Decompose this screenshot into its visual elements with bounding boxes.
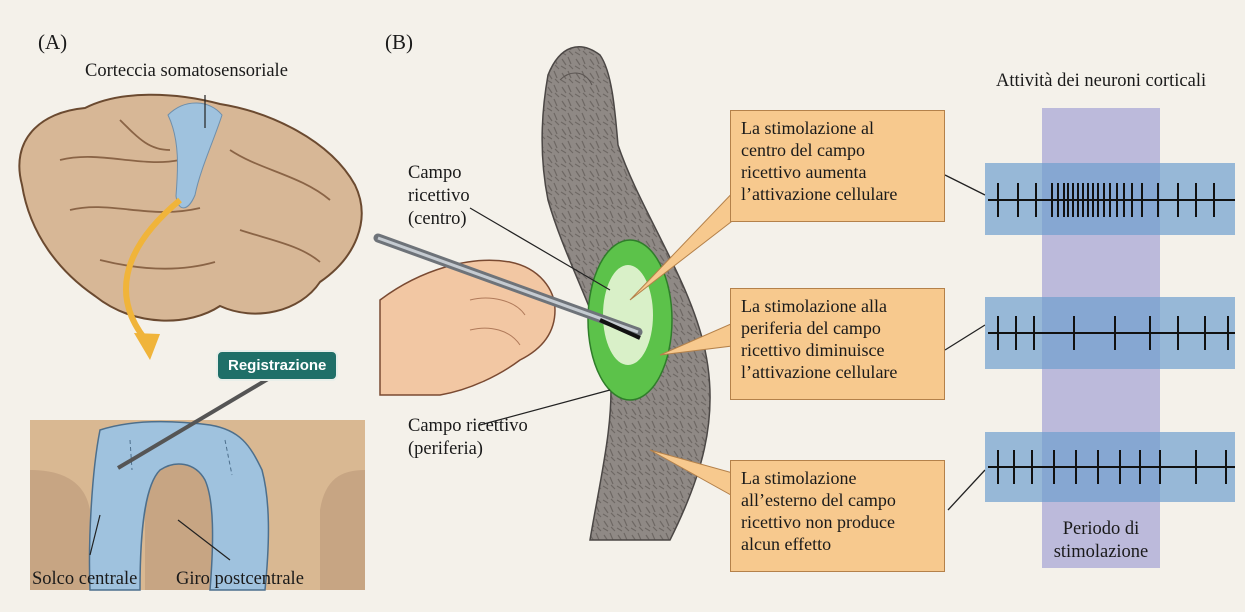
- callout-line: ricettivo diminuisce: [741, 339, 934, 361]
- cortex-label: Corteccia somatosensoriale: [85, 60, 288, 83]
- callout-line: La stimolazione: [741, 467, 934, 489]
- human-hand: [380, 260, 555, 395]
- callout-line: ricettivo aumenta: [741, 161, 934, 183]
- activity-title: Attività dei neuroni corticali: [996, 70, 1241, 93]
- rf-center-zone: [603, 265, 653, 365]
- postcentral-gyrus-label: Giro postcentrale: [176, 568, 304, 591]
- rf-periphery-line: (periferia): [408, 438, 528, 461]
- callout-line: alcun effetto: [741, 533, 934, 555]
- callout-line: all’esterno del campo: [741, 489, 934, 511]
- arrow-head: [134, 333, 160, 360]
- cortex-section: [30, 420, 365, 590]
- panel-a-letter: (A): [38, 30, 67, 55]
- callout-line: centro del campo: [741, 139, 934, 161]
- callout-line: periferia del campo: [741, 317, 934, 339]
- rf-center-line: Campo: [408, 162, 470, 185]
- rf-center-line: (centro): [408, 208, 470, 231]
- stim-label-line: Periodo di: [1050, 518, 1152, 541]
- callout-periphery: La stimolazione alla periferia del campo…: [730, 288, 945, 400]
- stimulation-period-label: Periodo di stimolazione: [1050, 518, 1152, 564]
- callout-line: ricettivo non produce: [741, 511, 934, 533]
- callout-line: La stimolazione alla: [741, 295, 934, 317]
- callout-line: l’attivazione cellulare: [741, 361, 934, 383]
- rf-periphery-label: Campo ricettivo (periferia): [408, 415, 528, 461]
- trace-connectors: [945, 175, 985, 510]
- stim-label-line: stimolazione: [1050, 541, 1152, 564]
- rf-periphery-line: Campo ricettivo: [408, 415, 528, 438]
- callout-outside: La stimolazione all’esterno del campo ri…: [730, 460, 945, 572]
- rf-center-label: Campo ricettivo (centro): [408, 162, 470, 231]
- recording-badge: Registrazione: [216, 350, 338, 381]
- monkey-brain: [19, 95, 361, 321]
- callout-line: l’attivazione cellulare: [741, 183, 934, 205]
- rf-center-line: ricettivo: [408, 185, 470, 208]
- callout-center: La stimolazione al centro del campo rice…: [730, 110, 945, 222]
- callout-line: La stimolazione al: [741, 117, 934, 139]
- central-sulcus-label: Solco centrale: [32, 568, 137, 591]
- panel-b-letter: (B): [385, 30, 413, 55]
